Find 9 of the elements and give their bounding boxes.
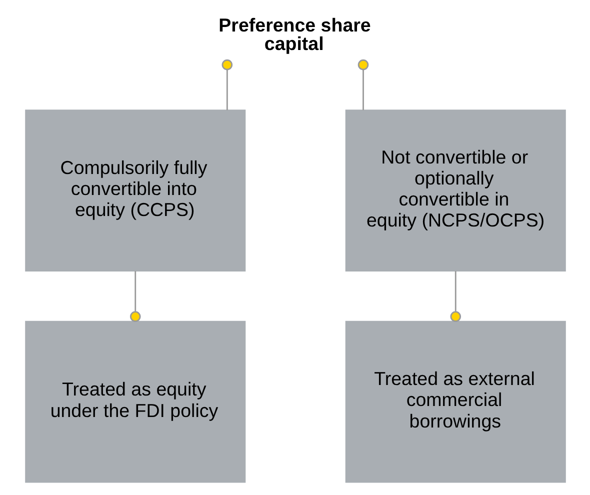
node-box: Treated as external commercial borrowings [344,320,566,483]
connector [221,59,232,110]
connector [357,59,368,110]
node-box: Not convertible or optionally convertible in equity (NCPS/OCPS) [344,110,566,272]
connector [129,271,140,322]
node-text: Preference share capital [218,14,370,54]
node-box: Compulsorily fully convertible into equity (CCPS) [24,110,246,272]
connector [450,271,461,322]
node-box: Treated as equity under the FDI policy [24,320,246,483]
